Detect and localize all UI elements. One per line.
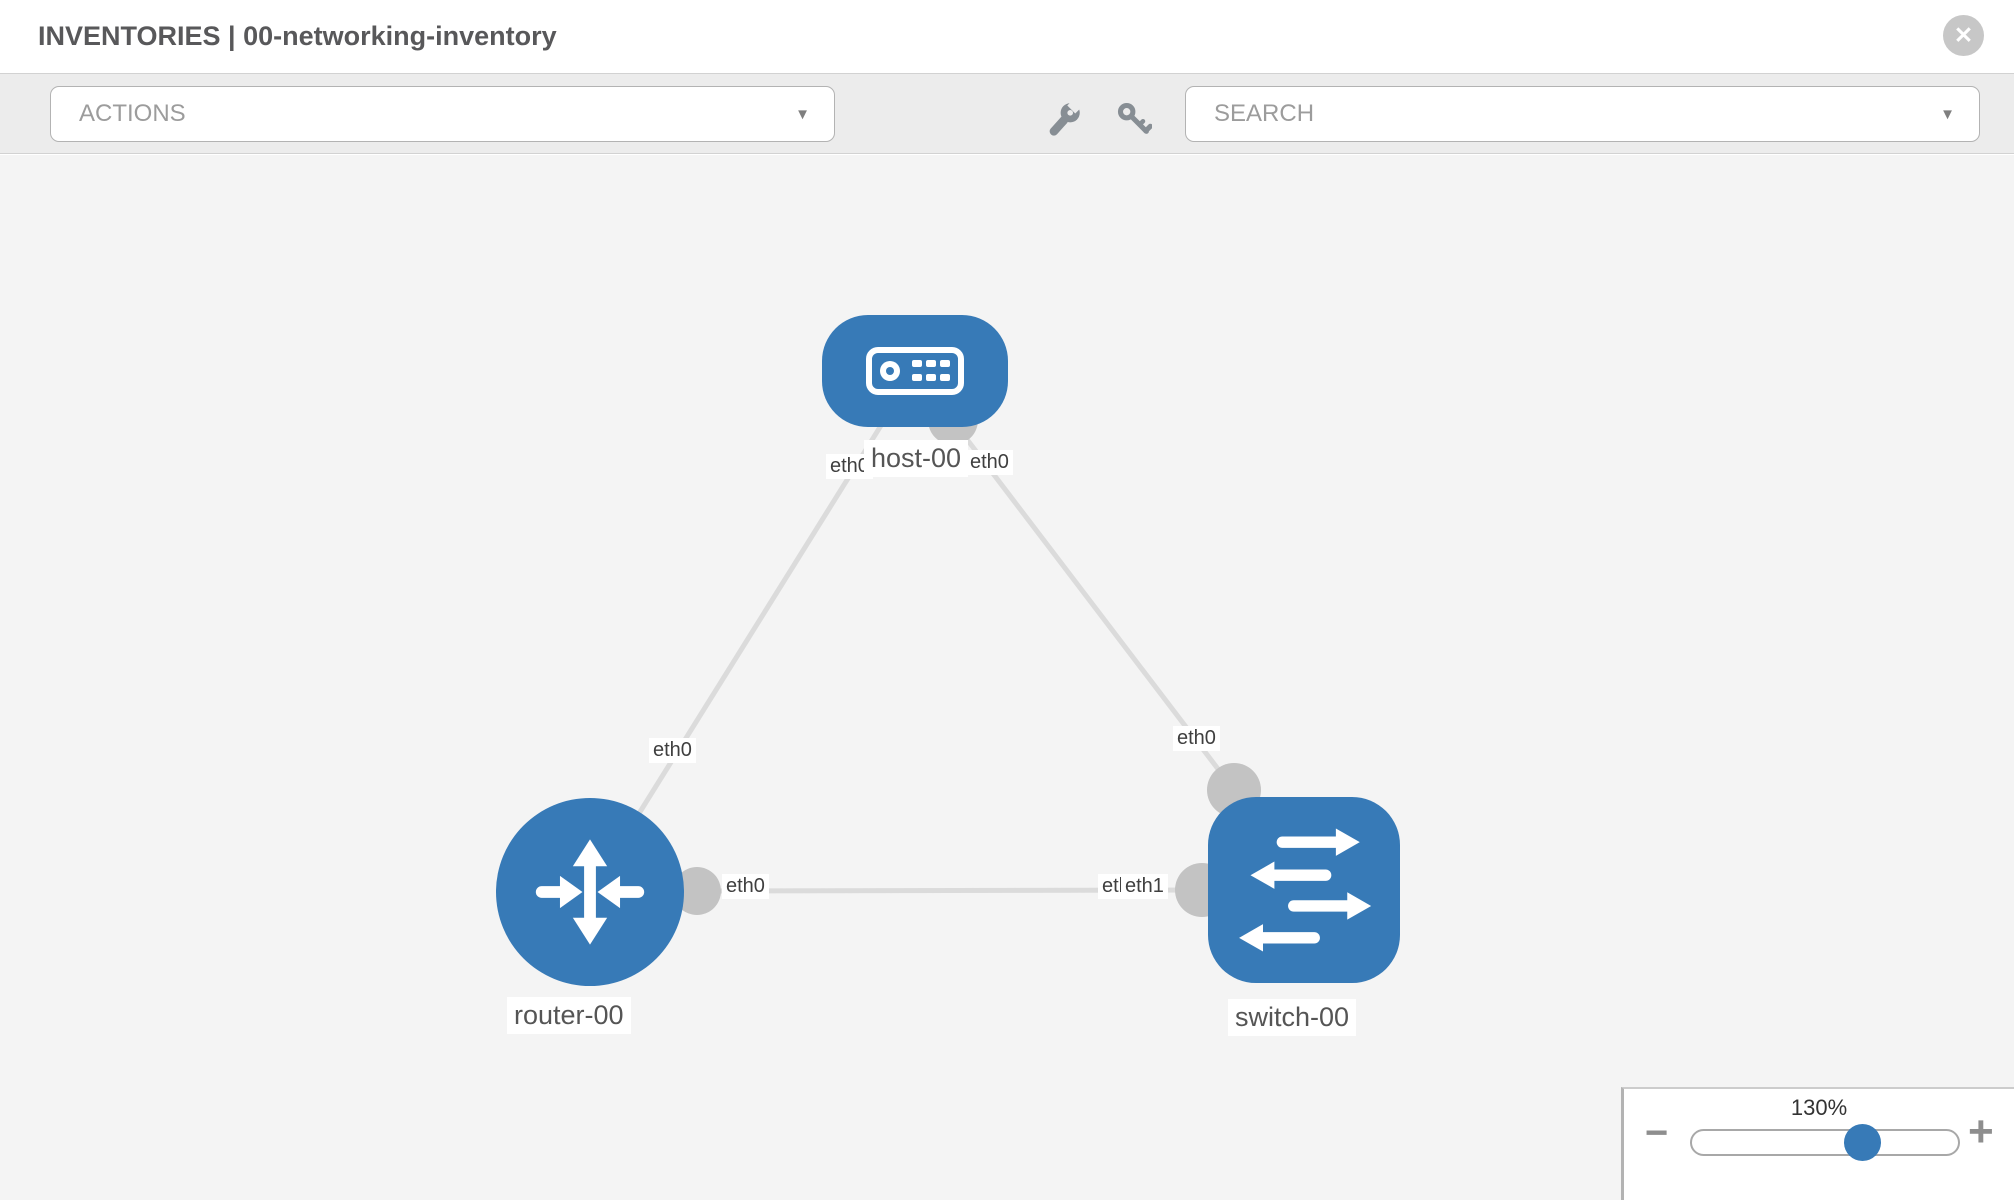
zoom-in-button[interactable]: + bbox=[1968, 1107, 1994, 1156]
interface-label-router-to-host: eth0 bbox=[649, 738, 696, 763]
node-label-switch-00: switch-00 bbox=[1228, 999, 1357, 1036]
page-title: INVENTORIES | 00-networking-inventory bbox=[38, 21, 557, 51]
wrench-icon[interactable] bbox=[1046, 97, 1084, 137]
actions-dropdown[interactable]: ACTIONS ▼ bbox=[50, 86, 835, 142]
zoom-slider-track[interactable] bbox=[1690, 1124, 1960, 1161]
node-router-00[interactable] bbox=[496, 798, 684, 986]
interface-label-switch-to-host: eth0 bbox=[1173, 726, 1220, 751]
chevron-down-icon: ▼ bbox=[1940, 105, 1955, 123]
node-label-host-00: host-00 bbox=[864, 440, 969, 477]
node-label-router-00: router-00 bbox=[507, 997, 631, 1034]
header: INVENTORIES | 00-networking-inventory ✕ bbox=[0, 0, 2014, 73]
node-host-00[interactable] bbox=[822, 315, 1008, 427]
node-switch-00[interactable] bbox=[1208, 797, 1400, 983]
zoom-slider-thumb[interactable] bbox=[1844, 1124, 1882, 1161]
key-icon[interactable] bbox=[1116, 101, 1153, 137]
interface-label-router-to-switch: eth0 bbox=[722, 874, 769, 899]
actions-dropdown-label: ACTIONS bbox=[79, 100, 186, 127]
close-button[interactable]: ✕ bbox=[1943, 15, 1984, 56]
port-circle-router-eth0[interactable] bbox=[673, 867, 721, 915]
chevron-down-icon: ▼ bbox=[795, 105, 810, 123]
host-icon bbox=[866, 347, 964, 395]
interface-label-host-to-switch: eth0 bbox=[966, 450, 1013, 475]
close-icon: ✕ bbox=[1953, 22, 1974, 48]
toolbar: ACTIONS ▼ SEARCH ▼ bbox=[0, 73, 2014, 154]
zoom-out-button[interactable]: − bbox=[1645, 1111, 1669, 1155]
search-dropdown-placeholder: SEARCH bbox=[1214, 100, 1315, 127]
search-dropdown[interactable]: SEARCH ▼ bbox=[1185, 86, 1980, 142]
zoom-panel: 130% − + bbox=[1621, 1087, 2014, 1200]
zoom-level: 130% bbox=[1790, 1095, 1848, 1120]
interface-label-switch-to-router: eth1 bbox=[1121, 874, 1168, 899]
switch-icon bbox=[1239, 828, 1372, 952]
topology-canvas[interactable] bbox=[0, 155, 2014, 1200]
router-icon bbox=[535, 839, 645, 945]
